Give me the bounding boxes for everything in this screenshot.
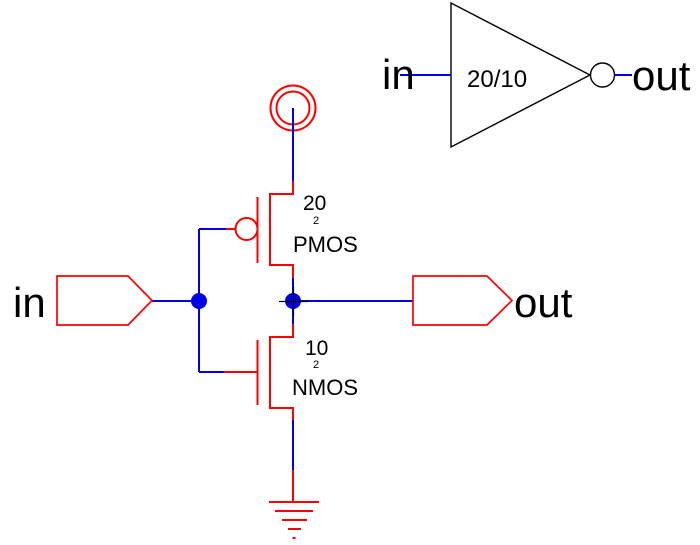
nmos-transistor[interactable]: 10 2 NMOS <box>224 324 358 420</box>
input-port-symbol <box>56 275 154 326</box>
inverter-triangle-icon[interactable] <box>450 1 592 149</box>
pmos-width-label: 20 <box>303 192 326 215</box>
output-port-symbol <box>412 275 514 326</box>
selection-crosshair-icon <box>279 287 308 316</box>
icon-size-label: 20/10 <box>467 66 527 93</box>
nmos-model-label: NMOS <box>292 375 358 400</box>
pmos-model-label: PMOS <box>293 232 358 257</box>
pmos-length-label: 2 <box>313 215 319 227</box>
ground-icon[interactable] <box>269 470 319 539</box>
icon-input-label: in <box>382 51 415 98</box>
input-port-label: in <box>13 279 46 326</box>
input-port[interactable]: in <box>13 275 154 326</box>
output-port[interactable]: out <box>412 275 573 326</box>
input-junction-dot[interactable] <box>191 293 207 309</box>
pmos-channel-body <box>269 181 294 278</box>
inverter-bubble-icon[interactable] <box>589 62 616 88</box>
pmos-bubble-icon <box>234 217 259 241</box>
output-port-label: out <box>514 279 573 326</box>
nmos-channel-body <box>269 324 294 420</box>
nmos-length-label: 2 <box>313 359 319 371</box>
pmos-transistor[interactable]: 20 2 PMOS <box>226 181 358 278</box>
inverter-icon-view[interactable]: in 20/10 out <box>382 1 691 149</box>
icon-output-label: out <box>632 52 691 99</box>
nmos-width-label: 10 <box>305 337 328 360</box>
